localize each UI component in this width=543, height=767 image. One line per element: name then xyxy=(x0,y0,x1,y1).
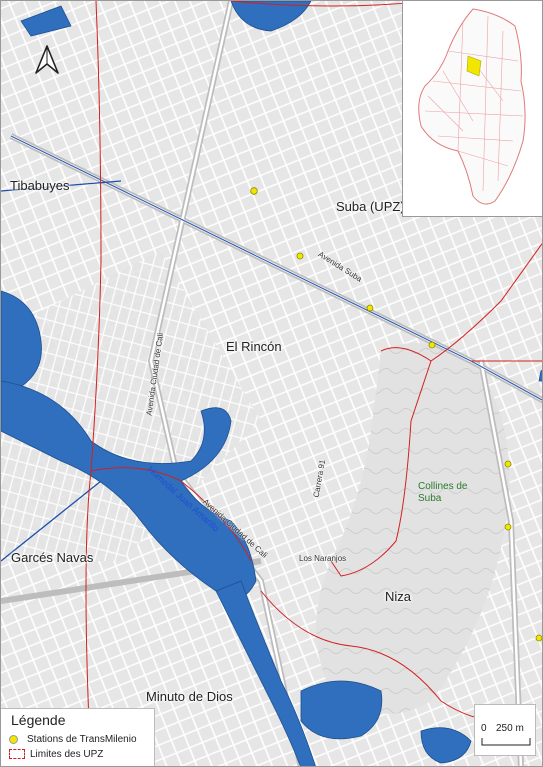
top-water xyxy=(230,1,312,32)
north-arrow-icon xyxy=(35,45,59,74)
label-minuto-de-dios: Minuto de Dios xyxy=(146,689,233,704)
station xyxy=(296,252,304,260)
station-symbol xyxy=(9,734,18,744)
upz-boundaries xyxy=(85,1,542,766)
north-pond xyxy=(20,5,72,37)
suba-highlight xyxy=(466,55,482,77)
upz-boundary-symbol xyxy=(9,749,25,760)
legend-stations-label: Stations de TransMilenio xyxy=(27,734,137,745)
station xyxy=(250,187,258,195)
river xyxy=(215,580,316,766)
urban-blocks-west xyxy=(1,251,261,561)
station xyxy=(535,634,542,642)
scale-zero: 0 xyxy=(481,723,487,734)
bogota-outline xyxy=(418,8,526,205)
station xyxy=(366,304,374,312)
east-pond xyxy=(538,369,542,382)
southwest-road-line xyxy=(1,480,102,562)
hills-area xyxy=(316,343,510,714)
legend-upz-label: Limites des UPZ xyxy=(30,749,104,760)
locator-map-svg xyxy=(418,8,526,205)
legend-item-stations: Stations de TransMilenio xyxy=(9,734,137,745)
label-tibabuyes: Tibabuyes xyxy=(10,178,70,193)
station xyxy=(428,341,436,349)
label-el-rincon: El Rincón xyxy=(226,339,282,354)
scale-bar: 0 250 m xyxy=(474,704,536,756)
humedal-main xyxy=(1,380,257,600)
south-pond xyxy=(300,680,383,740)
label-garces-navas: Garcés Navas xyxy=(11,550,94,565)
station xyxy=(504,523,512,531)
legend-title: Légende xyxy=(11,712,66,728)
south-east-pond xyxy=(420,727,472,764)
label-suba-upz: Suba (UPZ) xyxy=(336,199,405,214)
scale-bar-graphic xyxy=(481,738,531,746)
label-niza: Niza xyxy=(385,589,412,604)
legend: Légende Stations de TransMilenio Limites… xyxy=(1,708,155,766)
transmilenio-stations xyxy=(250,187,542,642)
label-los-naranjos: Los Naranjos xyxy=(299,554,347,563)
label-collines-de-suba: Collines de Suba xyxy=(418,481,468,504)
station xyxy=(504,460,512,468)
inset-locator-map xyxy=(402,1,542,217)
scale-distance: 250 m xyxy=(496,723,524,734)
legend-item-upz: Limites des UPZ xyxy=(9,749,103,760)
